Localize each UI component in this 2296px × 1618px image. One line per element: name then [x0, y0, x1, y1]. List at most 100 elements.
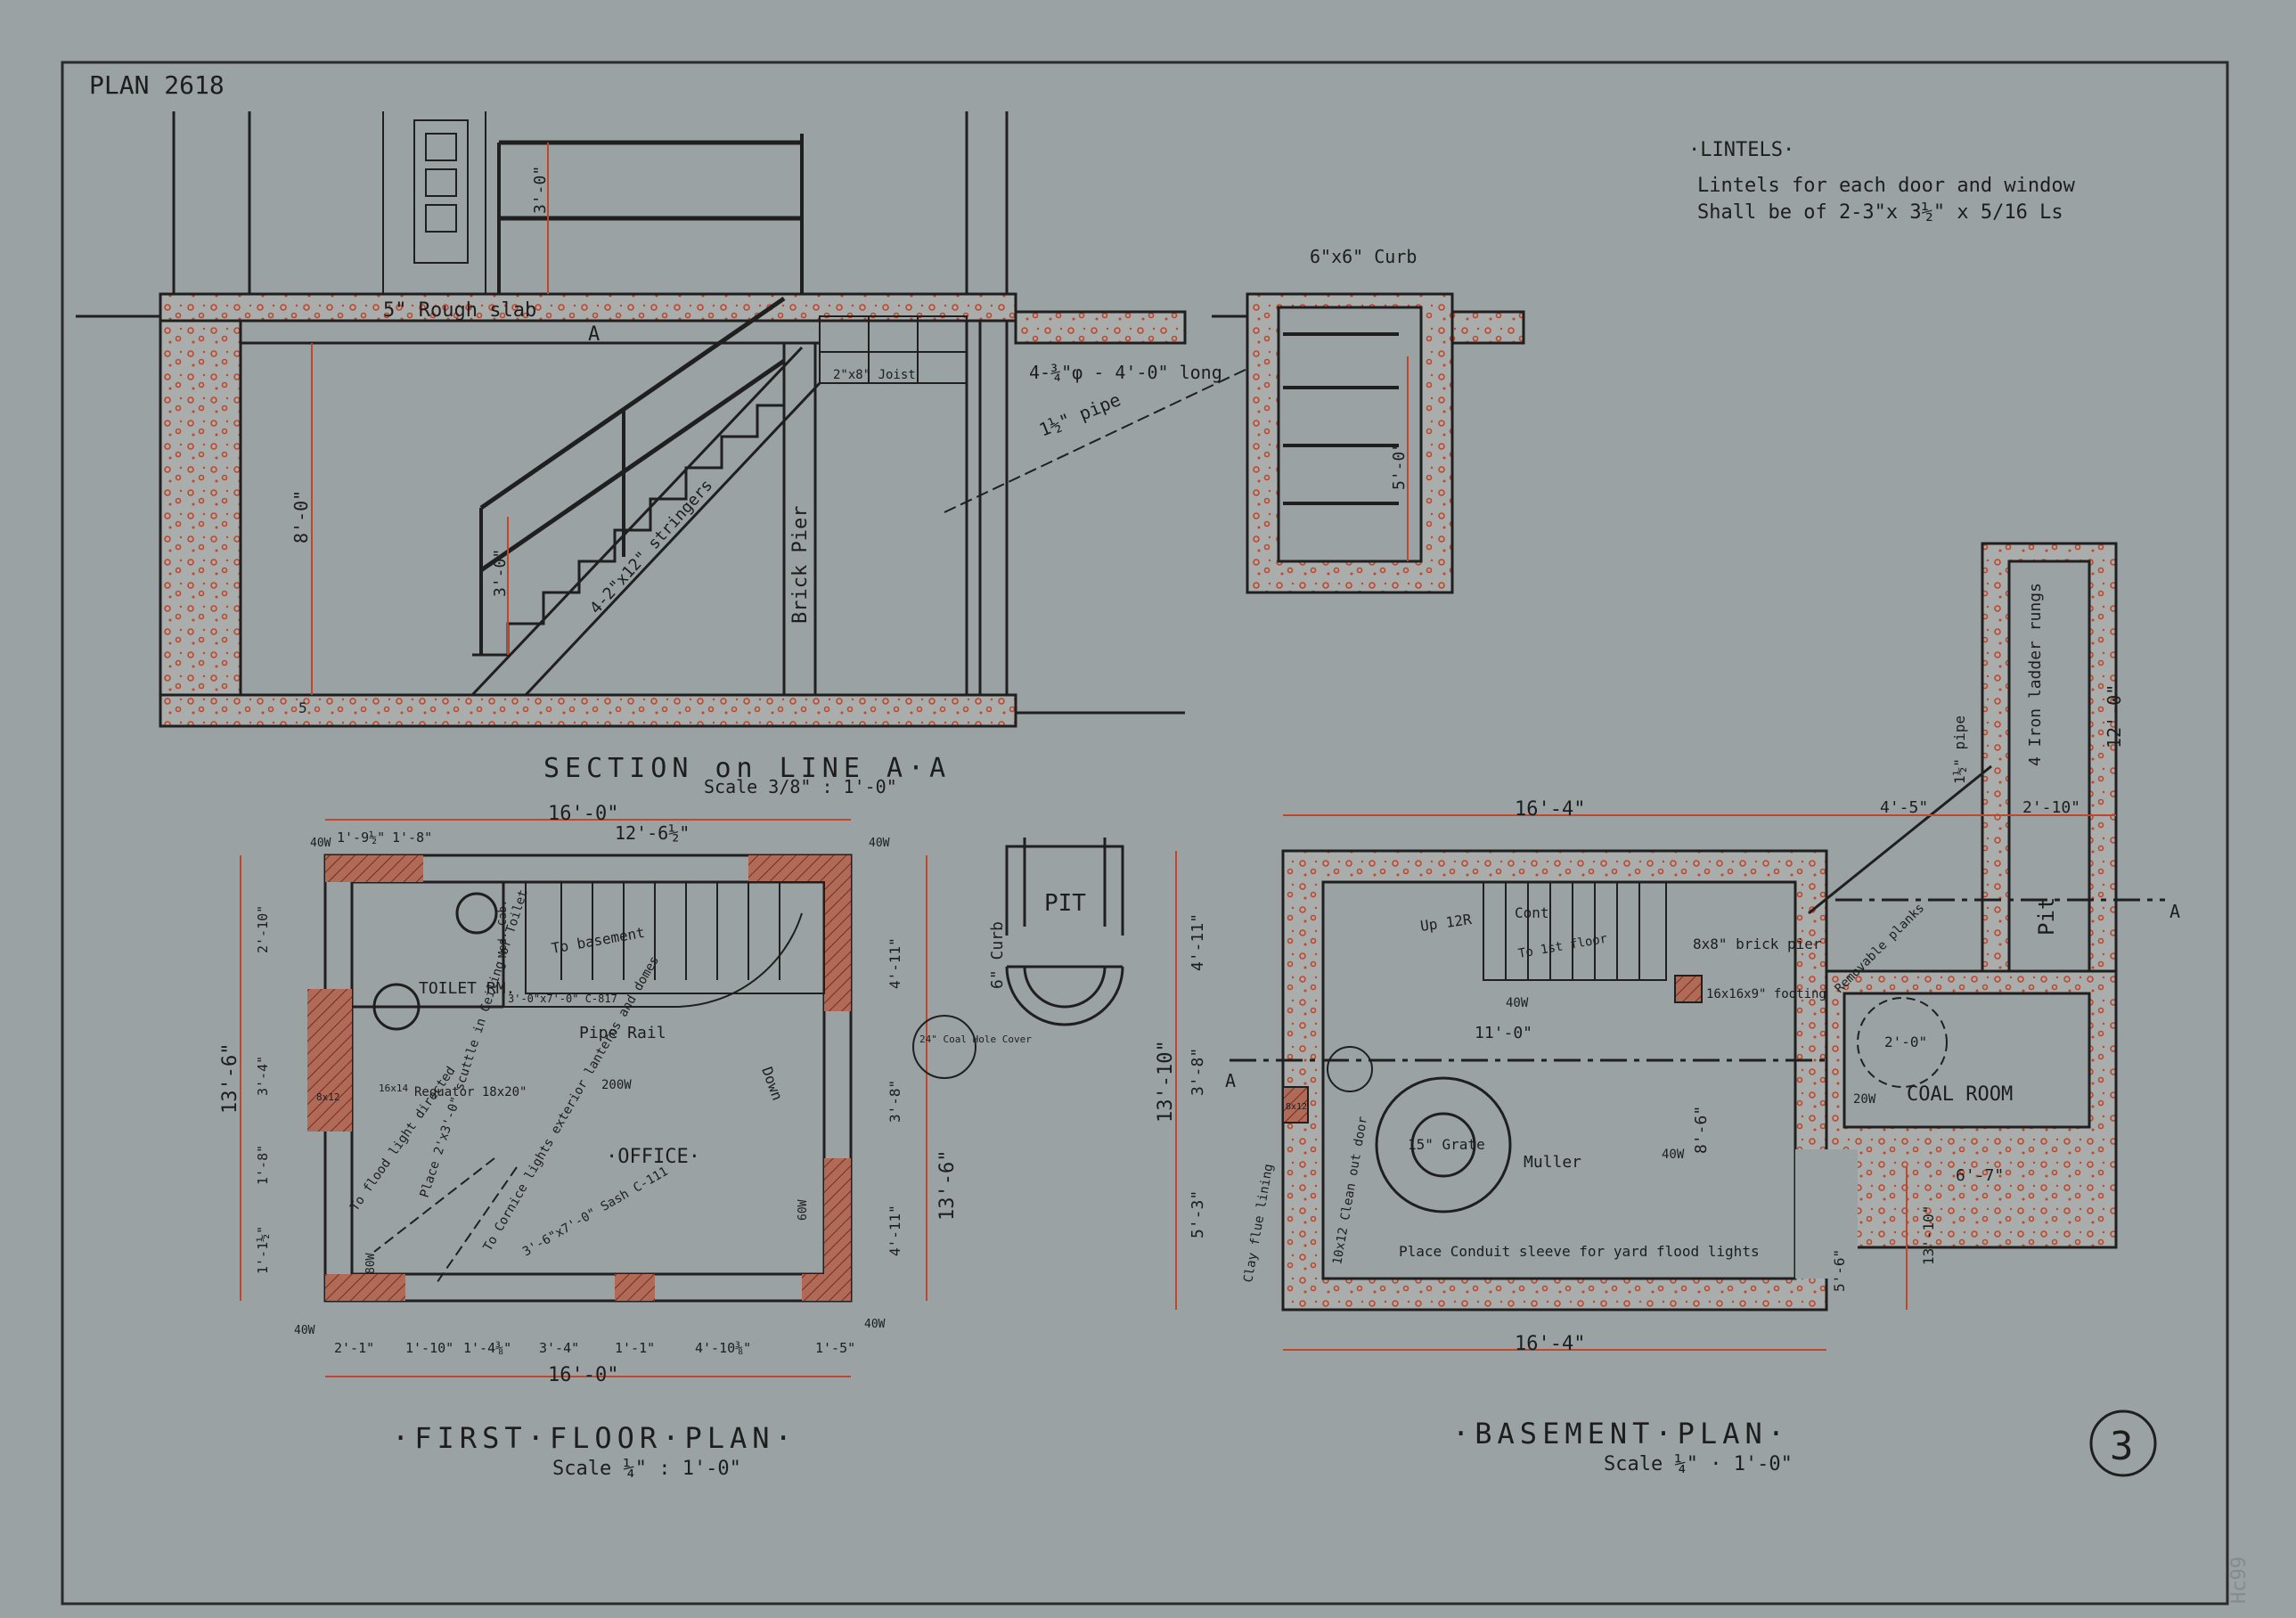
ff-scale: Scale ¼" : 1'-0"	[552, 1458, 741, 1480]
bs-cont: Cont	[1515, 904, 1549, 921]
section-height-label: 8'-0"	[290, 490, 312, 543]
ff-lamp-7: 40W	[864, 1318, 886, 1331]
ff-dim-bottom-3: 1'-4⅜"	[463, 1340, 511, 1356]
ff-lamp-1: 40W	[310, 837, 331, 850]
ff-dim-left-1: 2'-10"	[255, 905, 271, 953]
section-pit-depth: 5'-0"	[1390, 442, 1409, 490]
ff-coal-hole: 24" Coal Hole Cover	[919, 1034, 1032, 1045]
ff-dim-top-2: 1'-8"	[392, 829, 432, 846]
ff-dim-top-3: 12'-6½"	[615, 822, 690, 844]
bs-dim-right-7: 2'-0"	[1884, 1034, 1927, 1050]
ff-lamp-3: 200W	[601, 1078, 632, 1092]
pit-detail-curb: 6" Curb	[988, 921, 1007, 989]
bs-section-a-left: A	[1225, 1070, 1236, 1091]
bs-dim-right-5: 11'-0"	[1475, 1024, 1532, 1042]
ff-dim-top-1: 1'-9½"	[337, 829, 385, 846]
ff-lamp-6: 40W	[294, 1324, 315, 1337]
sheet-number-circle	[2089, 1410, 2157, 1477]
ff-vent: 16x14	[379, 1083, 408, 1094]
ff-dim-bottom-1: 2'-1"	[334, 1340, 374, 1356]
bs-clay-flue: Clay flue lining	[1241, 1163, 1276, 1284]
section-pier-label: Brick Pier	[789, 506, 812, 624]
bs-section-a-right: A	[2169, 901, 2180, 922]
ff-dim-left-3: 1'-8"	[255, 1145, 271, 1185]
ff-dim-bottom-7: 1'-5"	[815, 1340, 855, 1356]
ff-dim-right-total: 13'-6"	[936, 1150, 959, 1221]
ff-dim-bottom-6: 4'-10⅜"	[695, 1340, 751, 1356]
plan-number: PLAN 2618	[89, 70, 225, 100]
ff-to-basement: To basement	[550, 924, 646, 957]
bs-lamp-3: 20W	[1853, 1092, 1876, 1107]
bs-dim-left-2: 3'-8"	[1189, 1048, 1207, 1096]
ff-dim-left-total: 13'-6"	[219, 1043, 241, 1114]
bs-chimney: 8x12	[1286, 1102, 1307, 1112]
bs-dim-right-2: 5'-6"	[1831, 1249, 1848, 1292]
ff-sash: 3'-6"x7'-0" Sash C-111	[520, 1164, 671, 1260]
ff-room-toilet: TOILET RM.	[419, 979, 515, 998]
pit-detail	[1005, 838, 1124, 1026]
section-scale: Scale 3/8" : 1'-0"	[704, 776, 897, 797]
ff-dim-left-4: 1'-1½"	[255, 1226, 271, 1274]
bs-dim-top-2: 4'-5"	[1880, 798, 1928, 817]
bs-dim-right-3: 12'-0"	[2104, 684, 2125, 748]
bs-dim-top-total: 16'-4"	[1515, 798, 1585, 821]
section-title: SECTION on LINE A·A	[543, 753, 951, 784]
ff-title: ·FIRST·FLOOR·PLAN·	[392, 1421, 797, 1455]
ff-dim-right-2: 3'-8"	[887, 1080, 903, 1123]
sheet-border	[61, 61, 2229, 1606]
ff-door-top: 3'-0"x7'-0" C-817	[508, 993, 617, 1005]
section-line-a: A	[588, 323, 600, 346]
bs-scale: Scale ¼" · 1'-0"	[1604, 1453, 1793, 1475]
ff-dim-bottom-5: 1'-1"	[615, 1340, 655, 1356]
bs-dim-left-1: 4'-11"	[1189, 913, 1207, 971]
bs-dim-bottom-total: 16'-4"	[1515, 1333, 1585, 1355]
bs-muller: Muller	[1524, 1153, 1581, 1172]
lintels-line1: Lintels for each door and window	[1697, 175, 2076, 197]
bs-title: ·BASEMENT·PLAN·	[1452, 1417, 1790, 1450]
ff-dim-right-3: 4'-11"	[887, 1205, 903, 1256]
ff-dim-bottom-total: 16'-0"	[548, 1364, 618, 1386]
ff-room-office: ·OFFICE·	[606, 1146, 700, 1168]
section-joist-label: 2"x8" Joist	[833, 368, 916, 382]
section-curb-label: 6"x6" Curb	[1310, 246, 1417, 267]
bs-pier: 8x8" brick pier	[1693, 936, 1822, 952]
bs-dim-left-total: 13'-10"	[1155, 1040, 1177, 1123]
ff-requator: Requator 18x20"	[414, 1085, 527, 1099]
basement-plan	[1175, 542, 2165, 1351]
bs-room-pit: Pit	[2034, 897, 2059, 936]
ff-pipe-rail: Pipe Rail	[579, 1024, 666, 1042]
bs-ladder: 4 Iron ladder rungs	[2026, 583, 2045, 766]
ff-chimney: 8x12	[316, 1091, 340, 1103]
section-slab-label: 5" Rough slab	[383, 299, 536, 322]
ff-lamp-4: 60W	[797, 1199, 810, 1221]
ff-dim-bottom-4: 3'-4"	[539, 1340, 579, 1356]
lintels-title: ·LINTELS·	[1688, 139, 1794, 161]
ff-down: Down	[758, 1065, 786, 1103]
bs-room-coal: COAL ROOM	[1907, 1083, 2013, 1106]
ff-lamp-2: 40W	[869, 837, 890, 850]
bs-dim-right-1: 13'-10"	[1920, 1205, 1937, 1265]
ff-dim-right-1: 4'-11"	[887, 937, 903, 989]
bs-lamp-2: 40W	[1662, 1148, 1685, 1162]
ff-dim-top-total: 16'-0"	[548, 803, 618, 825]
section-footing: 5	[298, 699, 307, 716]
sheet-number: 3	[2110, 1424, 2134, 1469]
lintels-line2: Shall be of 2-3"x 3½" x 5/16 Ls	[1697, 201, 2063, 224]
section-bolts-label: 4-¾"φ - 4'-0" long	[1029, 362, 1222, 383]
ff-med-cab: Med. Cab.	[496, 900, 509, 958]
bs-conduit: Place Conduit sleeve for yard flood ligh…	[1399, 1243, 1760, 1260]
bs-dim-left-3: 5'-3"	[1189, 1190, 1207, 1238]
section-rail-height-stair: 3'-0"	[491, 549, 510, 597]
ff-lamp-5: 80W	[364, 1253, 378, 1274]
section-stringers-label: 4-2"x12" stringers	[586, 476, 716, 617]
section-drawing	[76, 111, 1525, 728]
ff-scuttle: Place 2'x3'-0" scuttle in Ceiling of Toi…	[418, 888, 531, 1200]
archive-stamp: Hc99	[2228, 1557, 2251, 1604]
bs-pipe: 1½" pipe	[1951, 715, 1968, 784]
bs-dim-right-4: 8'-6"	[1692, 1106, 1711, 1154]
bs-grate: 15" Grate	[1408, 1136, 1485, 1153]
first-floor-plan	[240, 819, 976, 1377]
ff-dim-left-2: 3'-4"	[255, 1056, 271, 1096]
